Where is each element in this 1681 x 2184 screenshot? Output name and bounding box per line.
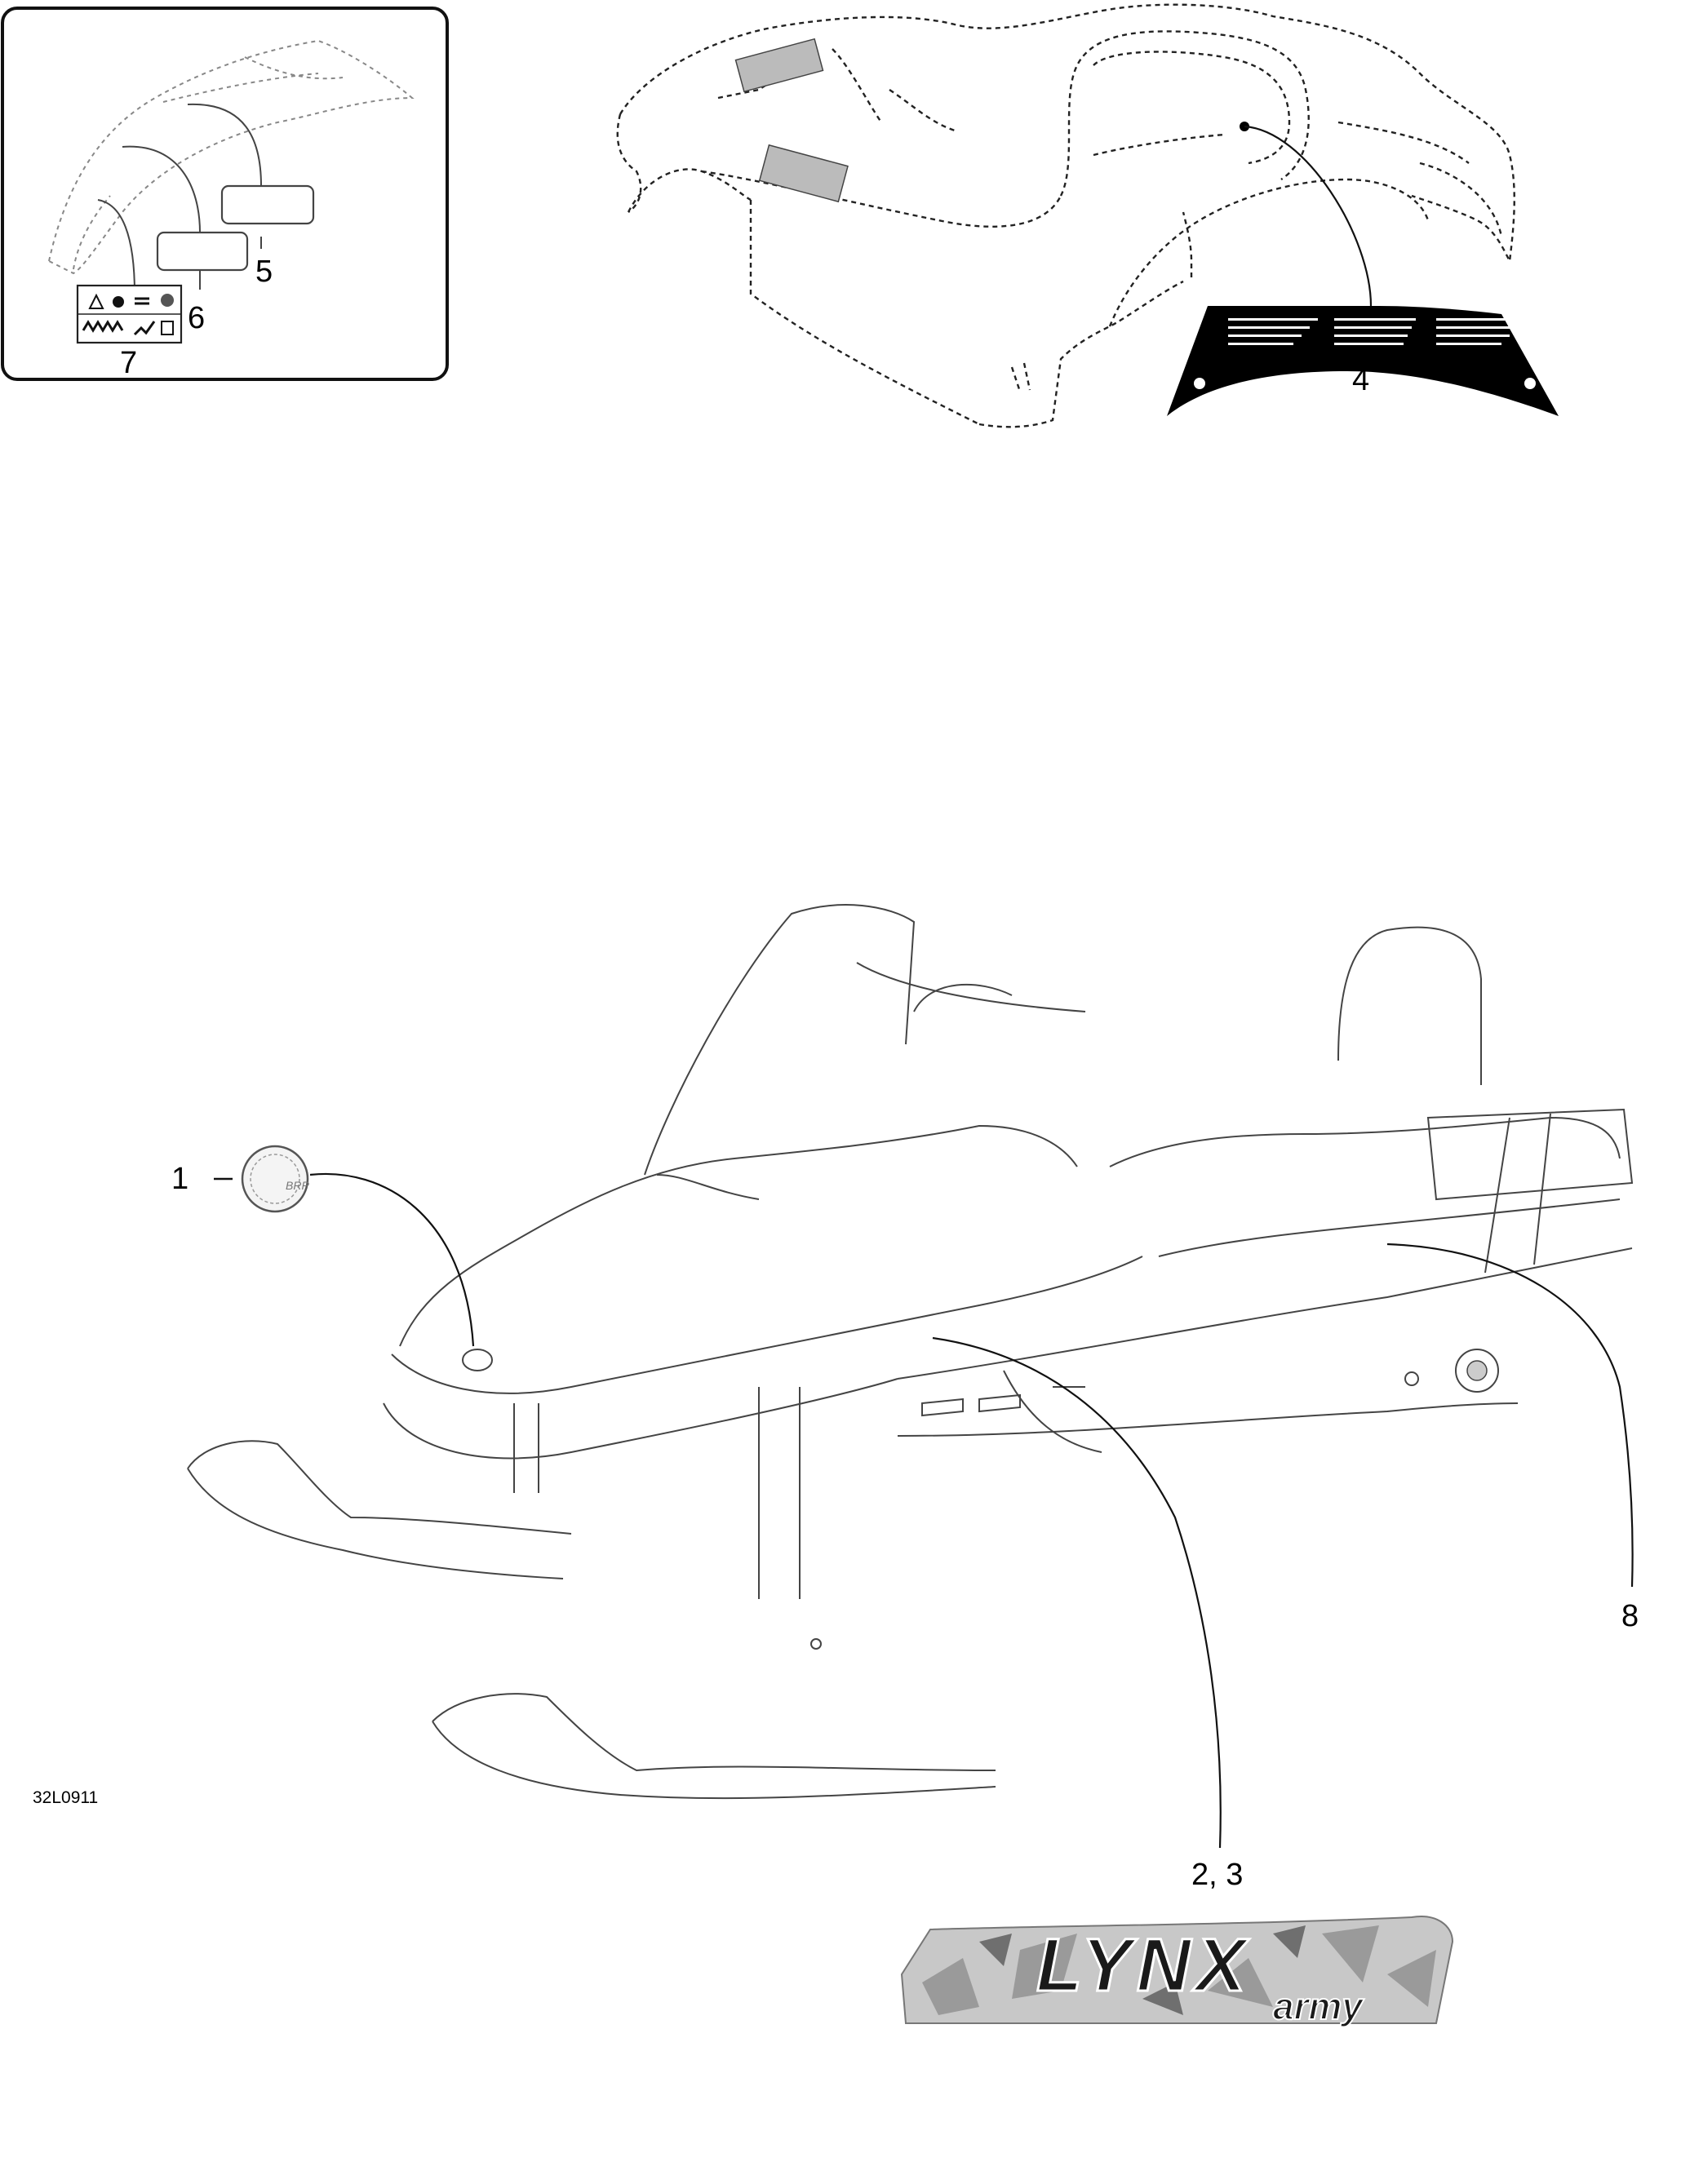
callout-5: 5	[255, 255, 273, 289]
safety-label-icon	[76, 284, 183, 344]
callout-1: 1	[171, 1162, 189, 1196]
lynx-army-logo: LYNX army	[900, 1916, 1454, 2028]
callout-7: 7	[120, 346, 137, 380]
callout-6: 6	[188, 301, 205, 335]
snowmobile-outline	[187, 904, 1634, 1800]
inset-panel	[1, 7, 449, 381]
brp-emblem-icon: BRP	[241, 1145, 309, 1213]
emblem-text: BRP	[286, 1179, 309, 1192]
callout-2-3: 2, 3	[1191, 1858, 1243, 1892]
callout-4: 4	[1352, 363, 1369, 397]
svg-text:army: army	[1273, 1985, 1364, 2027]
callout-8: 8	[1621, 1599, 1639, 1633]
svg-text:LYNX: LYNX	[1036, 1924, 1251, 2007]
drawing-code: 32L0911	[33, 1788, 98, 1807]
warning-label-4	[1167, 306, 1559, 416]
hood-body-outline	[616, 3, 1515, 428]
